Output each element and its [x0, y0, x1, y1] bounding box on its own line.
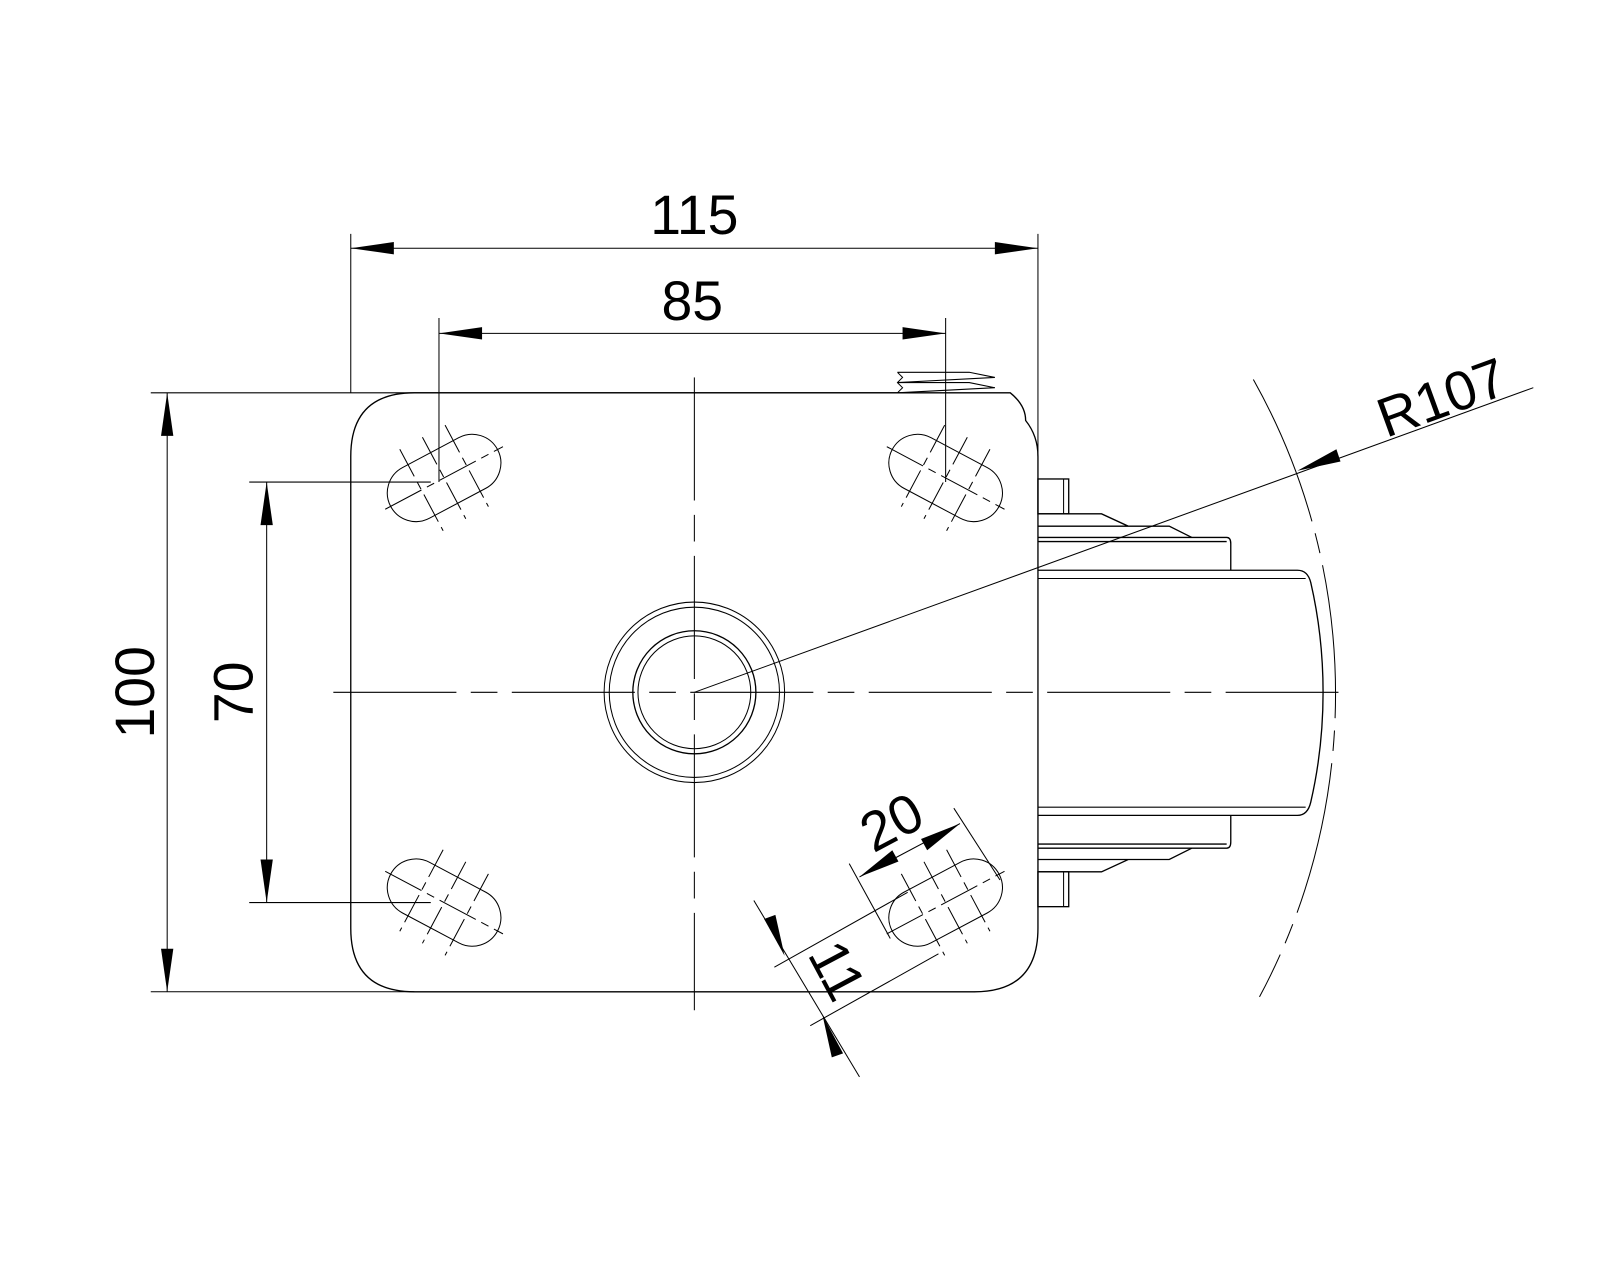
thread-detail: [896, 371, 995, 394]
dimension-overall-width: 115: [350, 184, 1039, 457]
mounting-slot-bottom-right: [886, 849, 1005, 956]
mounting-slot-top-left: [384, 424, 504, 531]
dimension-label-85: 85: [662, 270, 724, 332]
top-plate-outline: [350, 392, 1039, 993]
dimension-label-11: 11: [796, 931, 878, 1011]
dimension-label-100: 100: [104, 646, 166, 738]
dimension-slot-width: 11: [753, 891, 939, 1078]
dimension-swing-radius: R107: [694, 346, 1534, 998]
wheel-and-fork: [1037, 478, 1324, 908]
dimension-hole-spacing-height: 70: [202, 481, 431, 904]
dimension-label-20: 20: [850, 780, 934, 864]
dimension-label-70: 70: [202, 662, 264, 724]
dimension-label-115: 115: [650, 184, 738, 246]
mounting-slot-bottom-left: [384, 849, 504, 956]
dimension-label-r107: R107: [1369, 346, 1515, 450]
dimension-overall-height: 100: [104, 392, 898, 993]
dimension-hole-spacing-width: 85: [438, 270, 947, 483]
